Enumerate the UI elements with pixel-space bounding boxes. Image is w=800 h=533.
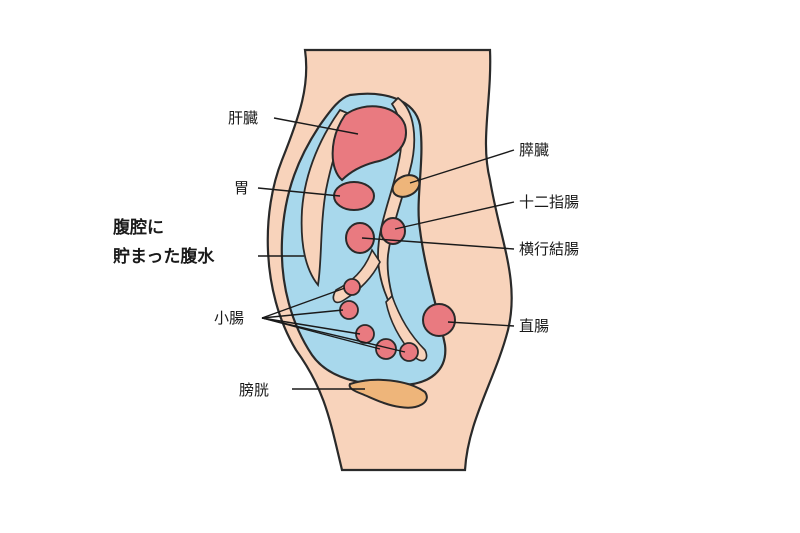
label-bladder: 膀胱 <box>239 381 269 399</box>
label-duodenum: 十二指腸 <box>519 193 579 211</box>
leader-line-liver <box>273 117 359 135</box>
label-pancreas: 膵臓 <box>519 141 549 159</box>
label-rectum: 直腸 <box>519 317 549 335</box>
label-liver: 肝臓 <box>228 109 258 127</box>
liver <box>331 105 407 182</box>
leader-line-rectum <box>447 321 515 327</box>
label-ascites-line1: 腹腔に <box>113 217 164 238</box>
leader-line-transverse-colon <box>361 237 515 250</box>
label-transverse-colon: 横行結腸 <box>519 240 579 258</box>
label-ascites-line2: 貯まった腹水 <box>113 246 215 267</box>
leader-line-small-intestine <box>261 317 406 353</box>
bladder <box>348 378 428 409</box>
leader-line-small-intestine <box>261 287 346 319</box>
leader-line-stomach <box>257 187 341 197</box>
leader-line-small-intestine <box>261 317 361 335</box>
label-small-intestine: 小腸 <box>214 309 244 327</box>
mesentery-fold <box>385 294 428 362</box>
leader-line-small-intestine <box>261 309 344 319</box>
duodenum <box>380 217 406 245</box>
small-intestine-loop <box>375 338 397 360</box>
leader-line-pancreas <box>409 149 515 184</box>
small-intestine-loop <box>343 278 361 296</box>
leader-line-duodenum <box>394 201 515 230</box>
label-stomach: 胃 <box>234 179 249 197</box>
small-intestine-loop <box>399 342 419 362</box>
transverse-colon <box>345 222 375 254</box>
rectum <box>422 303 456 337</box>
